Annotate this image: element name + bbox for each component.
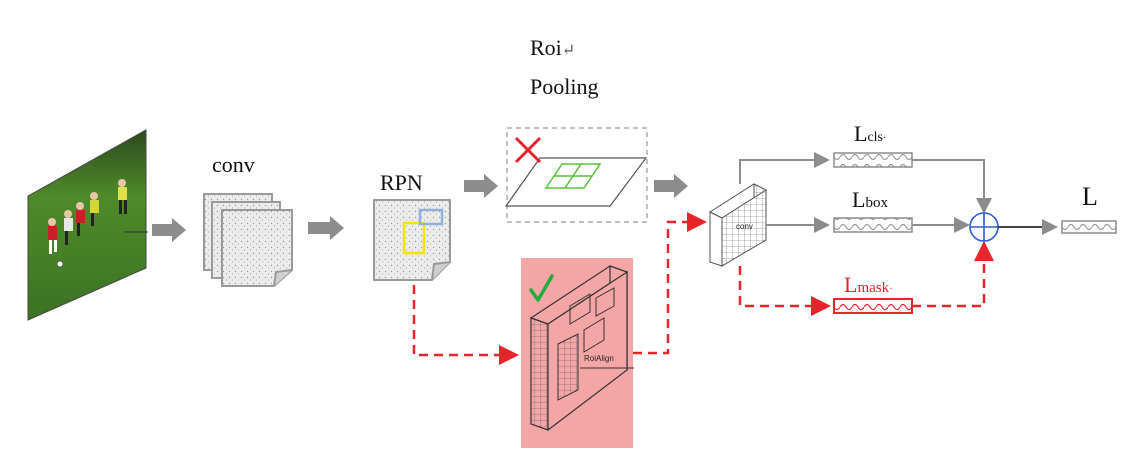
mask-to-sum: [912, 241, 994, 308]
conv-label: conv: [212, 152, 255, 177]
mask-head-bar: [833, 298, 913, 314]
arrow-to-feature-cube: [654, 174, 688, 198]
arrow-to-rpn: [308, 216, 344, 240]
roi-pool-grid: [544, 163, 602, 189]
check-mark-icon: [529, 274, 554, 302]
loss-cls-label: Lcls·: [854, 121, 886, 146]
roialign-block: [529, 265, 634, 432]
dashed-roialign-to-cube: [633, 212, 707, 355]
branch-to-cls: [739, 152, 830, 184]
box-head-bar: [833, 217, 913, 233]
circle-plus-icon: [969, 212, 999, 242]
roialign-label: RoiAlign: [584, 354, 614, 363]
arrow-to-roi-pooling: [464, 174, 498, 198]
soccer-players: [48, 179, 127, 268]
rpn-anchor-blue: [418, 208, 444, 226]
feature-cube: [708, 183, 768, 267]
rpn-anchor-yellow: [402, 221, 426, 255]
roi-title-line2: Pooling: [530, 74, 598, 99]
roi-pooling-box: [504, 127, 648, 223]
rpn-map: [373, 199, 451, 281]
input-image: [27, 129, 148, 321]
loss-mask-label: Lmask·: [844, 272, 892, 297]
conv-feature-stack: [203, 193, 293, 287]
rpn-label: RPN: [380, 170, 423, 195]
conv-small-label: conv: [736, 222, 753, 231]
loss-box-label: Lbox: [852, 187, 888, 212]
arrow-to-conv: [152, 218, 186, 242]
total-loss-label: L: [1082, 182, 1098, 211]
total-loss-bar: [1061, 220, 1117, 234]
cls-to-sum: [912, 159, 992, 214]
cls-head-bar: [833, 152, 913, 168]
branch-to-mask: [738, 266, 831, 316]
roi-title-line1: Roi↵: [530, 35, 575, 60]
dashed-rpn-to-roialign: [412, 285, 519, 365]
x-mark-icon: [514, 136, 542, 164]
roialign-panel: RoiAlign: [521, 258, 634, 448]
